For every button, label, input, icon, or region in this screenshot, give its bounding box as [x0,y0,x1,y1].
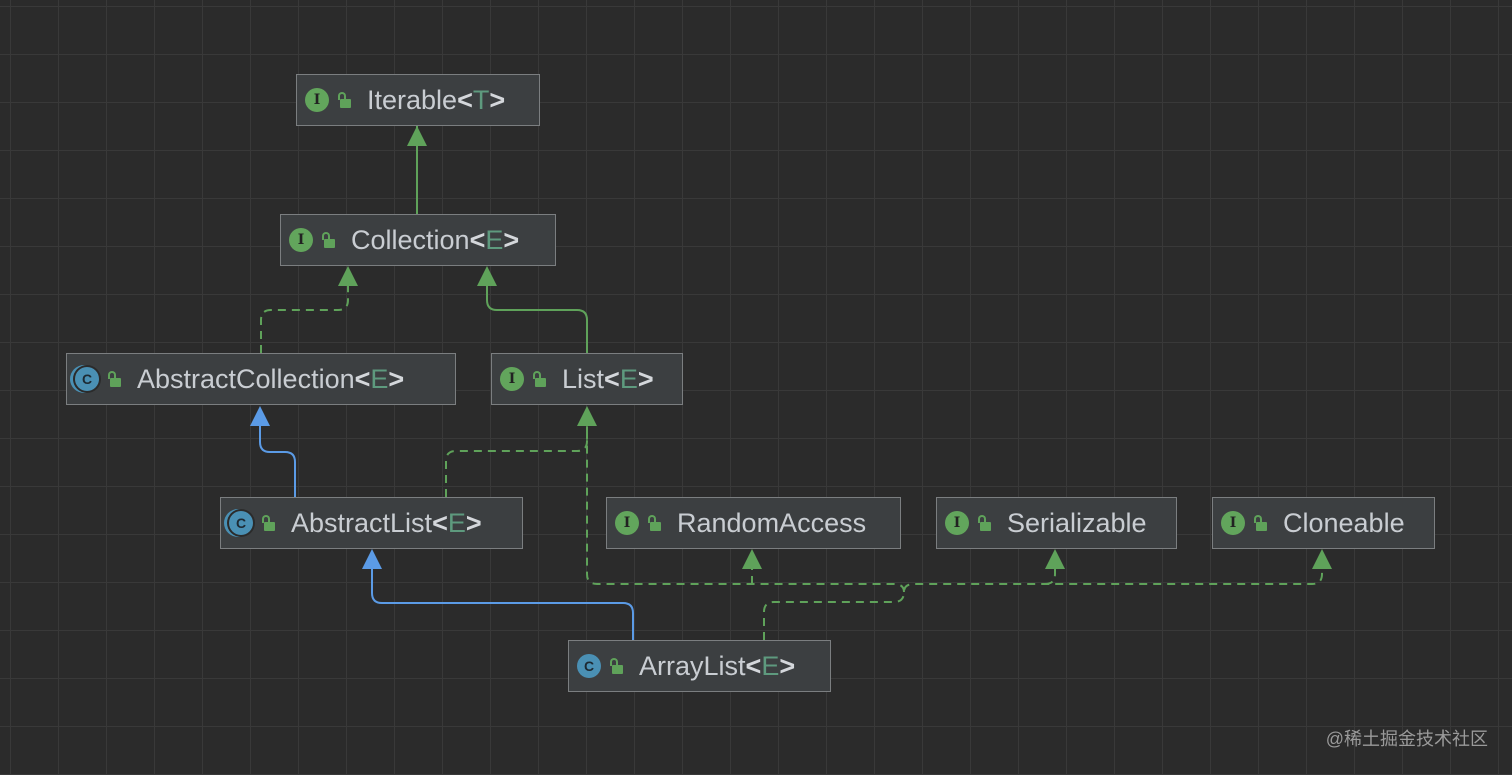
node-cloneable[interactable]: I Cloneable [1212,497,1435,549]
class-name: Iterable [367,84,458,115]
type-parameter: E [761,650,780,681]
node-label: List<E> [562,363,654,394]
interface-icon: I [500,367,524,391]
class-name: AbstractList [291,507,433,538]
type-parameter: E [619,363,638,394]
class-name: AbstractCollection [137,363,355,394]
public-lock-icon [1253,515,1267,531]
type-parameter: E [485,224,504,255]
public-lock-icon [321,232,335,248]
node-random-access[interactable]: I RandomAccess [606,497,901,549]
node-abstract-list[interactable]: C AbstractList<E> [220,497,523,549]
abstract-class-icon: C [229,511,253,535]
node-iterable[interactable]: I Iterable<T> [296,74,540,126]
public-lock-icon [647,515,661,531]
node-label: Collection<E> [351,224,520,255]
node-array-list[interactable]: C ArrayList<E> [568,640,831,692]
node-abstract-collection[interactable]: C AbstractCollection<E> [66,353,456,405]
arrowhead-randomaccess [742,549,762,569]
abstract-class-icon: C [75,367,99,391]
interface-icon: I [289,228,313,252]
edge-abstractcollection-implements-collection [260,268,349,353]
arrowhead-iterable [407,126,427,146]
class-name: ArrayList [639,650,746,681]
class-name: Serializable [1007,507,1147,538]
arrowhead-collection-right [477,266,497,286]
node-label: AbstractCollection<E> [137,363,405,394]
edge-abstractlist-extends-abstractcollection [259,408,296,497]
arrowhead-abstractlist [362,549,382,569]
arrowhead-list [577,406,597,426]
public-lock-icon [337,92,351,108]
class-icon: C [577,654,601,678]
public-lock-icon [609,658,623,674]
edge-list-extends-collection [486,268,588,353]
public-lock-icon [977,515,991,531]
class-name: Cloneable [1283,507,1405,538]
node-label: Iterable<T> [367,84,506,115]
type-parameter: E [447,507,466,538]
type-parameter: T [472,84,490,115]
node-collection[interactable]: I Collection<E> [280,214,556,266]
arrowhead-serializable [1045,549,1065,569]
public-lock-icon [107,371,121,387]
node-label: AbstractList<E> [291,507,482,538]
class-name: RandomAccess [677,507,867,538]
interface-icon: I [1221,511,1245,535]
arrowhead-collection-left [338,266,358,286]
class-name: Collection [351,224,470,255]
public-lock-icon [261,515,275,531]
edge-arraylist-extends-abstractlist [371,551,634,640]
edge-bus-to-serializable [1044,551,1056,585]
arrowhead-abstractcollection [250,406,270,426]
class-name: List [562,363,605,394]
public-lock-icon [532,371,546,387]
node-label: ArrayList<E> [639,650,796,681]
edge-abstractlist-implements-list [445,408,588,497]
interface-icon: I [945,511,969,535]
interface-icon: I [615,511,639,535]
type-parameter: E [370,363,389,394]
interface-icon: I [305,88,329,112]
node-serializable[interactable]: I Serializable [936,497,1177,549]
edge-arraylist-implements-bus [763,551,1323,640]
arrowhead-cloneable [1312,549,1332,569]
watermark: @稀土掘金技术社区 [1325,729,1488,749]
node-list[interactable]: I List<E> [491,353,683,405]
